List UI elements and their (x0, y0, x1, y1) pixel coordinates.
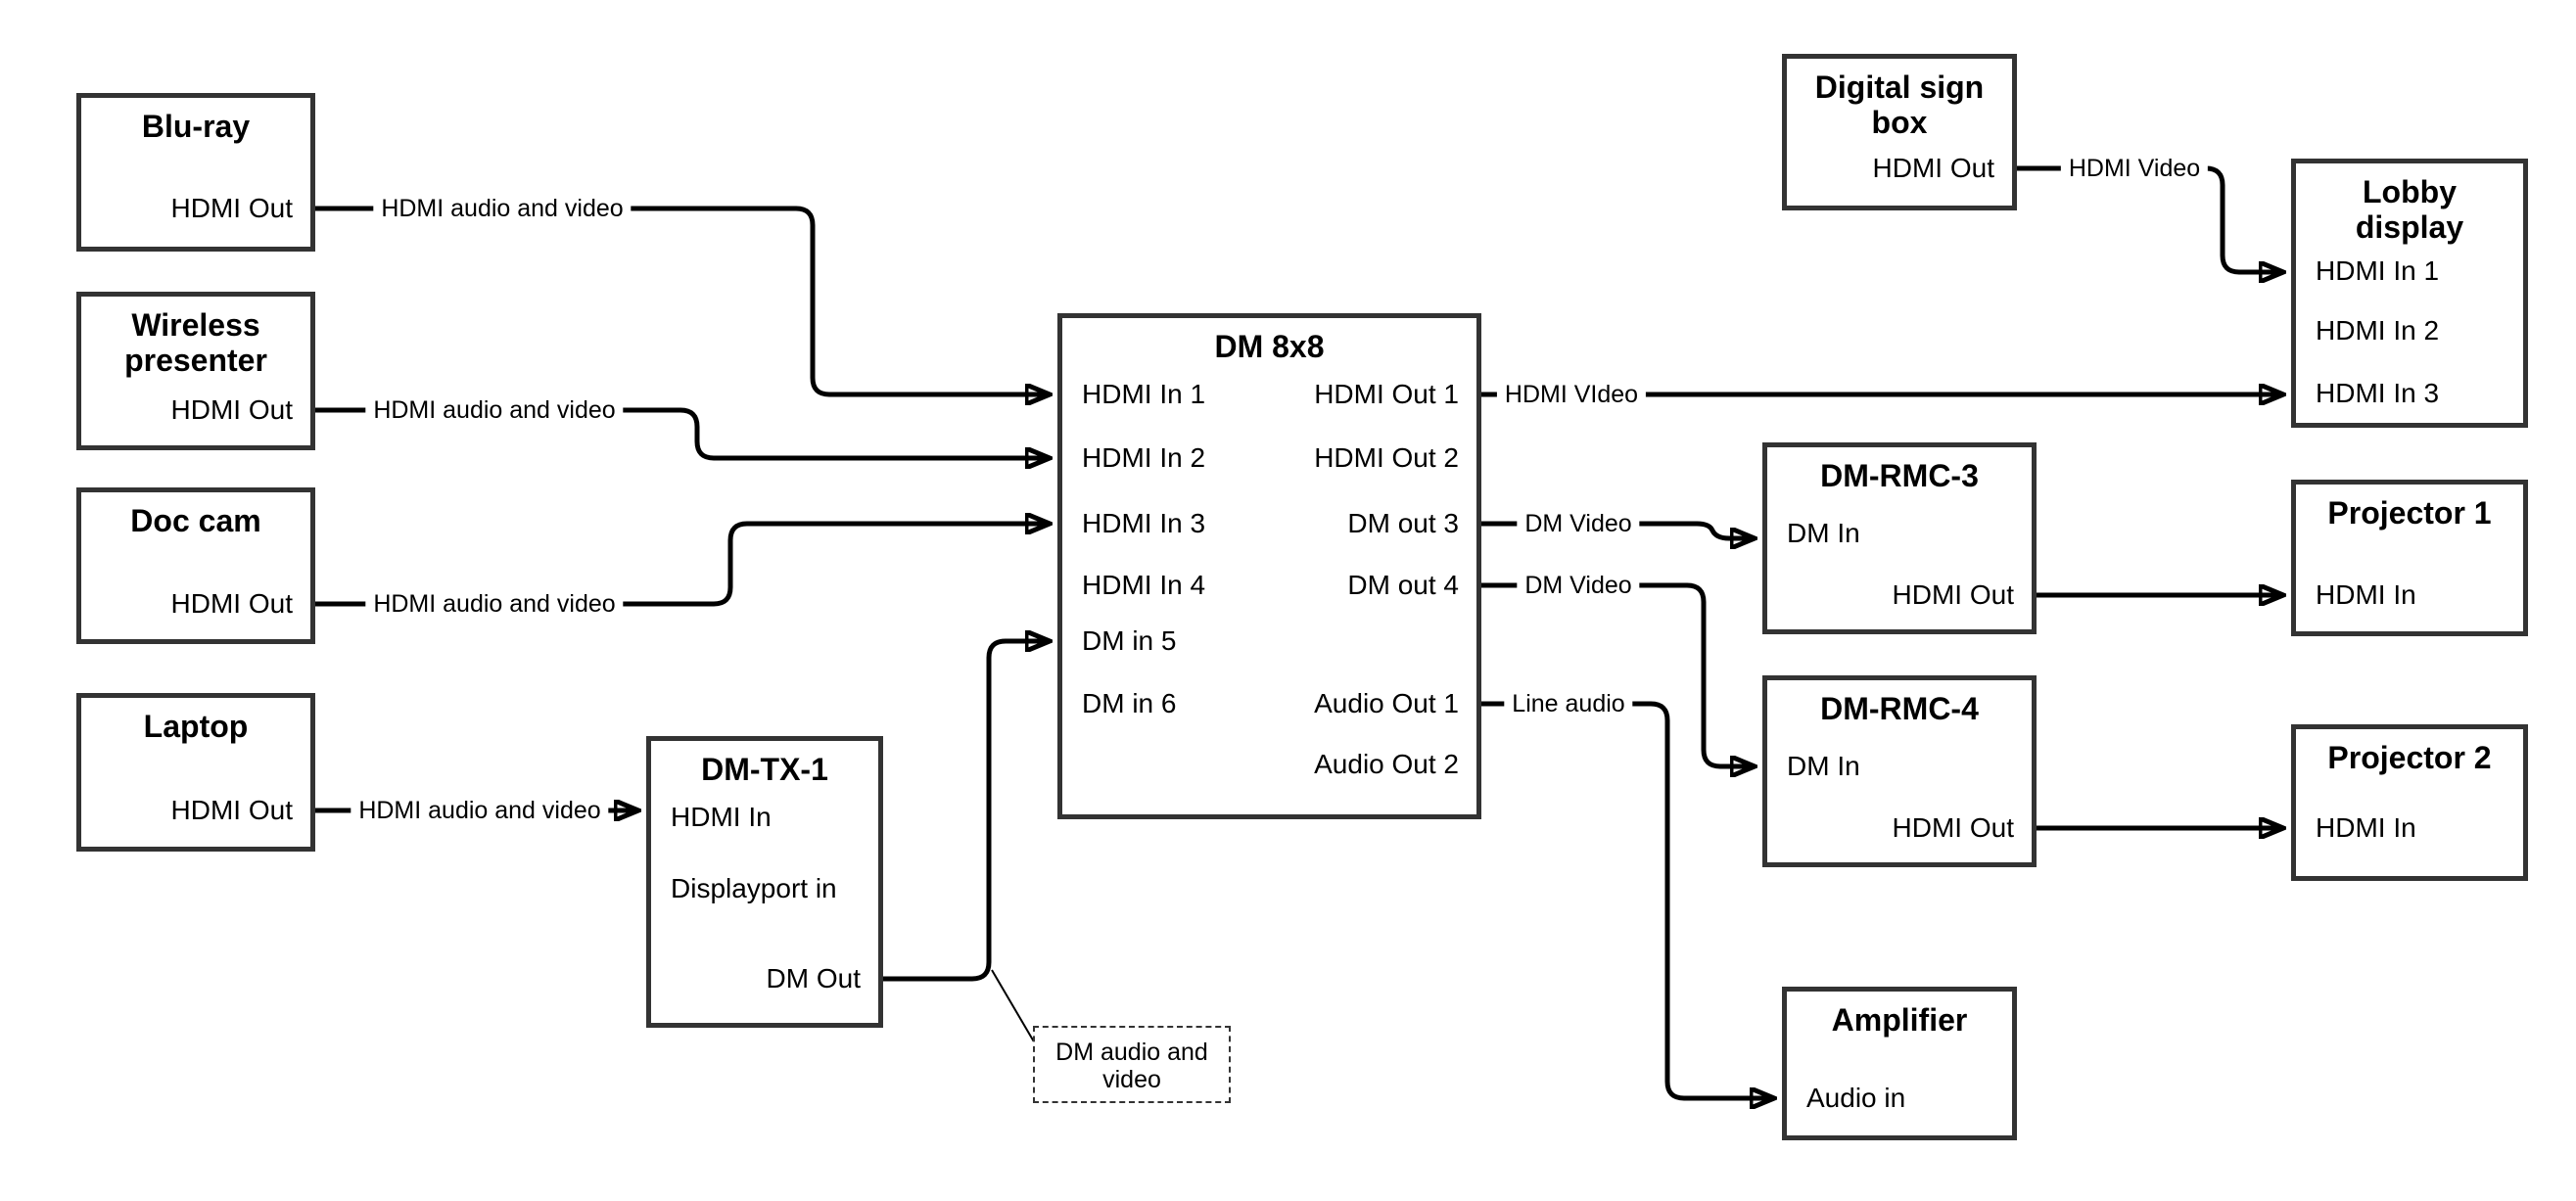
port-hdmi-in: HDMI In (2316, 812, 2416, 843)
port-hdmi-out: HDMI Out (170, 394, 293, 425)
node-title: Blu-ray (141, 109, 251, 144)
port-audio-out-1: Audio Out 1 (1314, 688, 1459, 718)
node-title: Laptop (143, 709, 249, 744)
wire-label-dm-video-out3: DM Video (1517, 509, 1640, 538)
wire-dm-tx-1-to-dm8x8-in5 (883, 641, 1050, 982)
node-dm-rmc-4: DM-RMC-4 DM In HDMI Out (1762, 675, 2037, 867)
port-hdmi-in-2: HDMI In 2 (1082, 442, 1206, 473)
port-hdmi-out: HDMI Out (1892, 812, 2014, 843)
wire-blu-ray-to-dm8x8-in1 (315, 206, 1050, 394)
wire-label-hdmi-video-sign: HDMI Video (2060, 154, 2209, 183)
note-line-1: DM audio and (1055, 1039, 1208, 1066)
title-line-1: Wireless (131, 307, 260, 343)
node-projector-1: Projector 1 HDMI In (2291, 480, 2528, 636)
port-hdmi-in: HDMI In (2316, 579, 2416, 610)
port-dm-out-4: DM out 4 (1347, 570, 1459, 600)
node-title: Doc cam (130, 503, 261, 538)
node-title: Projector 1 (2327, 495, 2492, 531)
port-hdmi-out: HDMI Out (170, 588, 293, 619)
node-title: DM-RMC-3 (1820, 458, 1979, 493)
title-line-1: Digital sign (1814, 69, 1985, 105)
node-title: Amplifier (1831, 1002, 1968, 1038)
port-hdmi-in-3: HDMI In 3 (2316, 378, 2440, 408)
port-audio-out-2: Audio Out 2 (1314, 749, 1459, 779)
wire-label-hdmi-audio-video-2: HDMI audio and video (365, 395, 624, 425)
wire-label-dm-video-out4: DM Video (1517, 571, 1640, 600)
title-line-2: presenter (124, 343, 267, 378)
port-hdmi-in-3: HDMI In 3 (1082, 508, 1206, 538)
port-dm-in-6: DM in 6 (1082, 688, 1177, 718)
node-title: Projector 2 (2327, 740, 2492, 775)
port-hdmi-in: HDMI In (671, 802, 772, 832)
port-dm-out: DM Out (766, 963, 861, 993)
wire-dm8x8-out4-to-dm-rmc-4 (1481, 582, 1755, 766)
port-hdmi-in-2: HDMI In 2 (2316, 315, 2440, 346)
wire-dm8x8-audio1-to-amplifier (1481, 701, 1774, 1098)
port-hdmi-out: HDMI Out (170, 795, 293, 825)
wire-label-hdmi-video-out1: HDMI VIdeo (1496, 380, 1647, 409)
node-title: DM 8x8 (1214, 329, 1325, 364)
node-title: DM-TX-1 (701, 752, 828, 787)
node-dm-8x8: DM 8x8 HDMI In 1 HDMI In 2 HDMI In 3 HDM… (1057, 313, 1481, 819)
port-hdmi-in-1: HDMI In 1 (1082, 379, 1206, 409)
port-hdmi-out-2: HDMI Out 2 (1314, 442, 1459, 473)
node-dm-tx-1: DM-TX-1 HDMI In Displayport in DM Out (646, 736, 883, 1028)
port-hdmi-out-1: HDMI Out 1 (1314, 379, 1459, 409)
note-line-2: video (1102, 1066, 1161, 1093)
port-displayport-in: Displayport in (671, 873, 837, 903)
port-hdmi-in-1: HDMI In 1 (2316, 255, 2440, 286)
title-line-1: Lobby (2363, 174, 2457, 209)
node-title: DM-RMC-4 (1820, 691, 1979, 726)
wire-digital-sign-to-lobby-in1 (2017, 165, 2283, 272)
port-dm-out-3: DM out 3 (1347, 508, 1459, 538)
note-leader-line (991, 969, 1036, 1044)
note-dm-audio-and-video: DM audio and video (1033, 1026, 1231, 1103)
node-dm-rmc-3: DM-RMC-3 DM In HDMI Out (1762, 442, 2037, 634)
port-hdmi-in-4: HDMI In 4 (1082, 570, 1206, 600)
port-dm-in: DM In (1787, 751, 1860, 781)
node-doc-cam: Doc cam HDMI Out (76, 487, 315, 644)
wire-label-hdmi-audio-video-4: HDMI audio and video (351, 796, 609, 825)
title-line-2: display (2355, 209, 2464, 245)
port-audio-in: Audio in (1806, 1083, 1906, 1113)
port-hdmi-out: HDMI Out (170, 193, 293, 223)
node-laptop: Laptop HDMI Out (76, 693, 315, 852)
port-hdmi-out: HDMI Out (1892, 579, 2014, 610)
wire-label-hdmi-audio-video-3: HDMI audio and video (365, 589, 624, 619)
port-dm-in: DM In (1787, 518, 1860, 548)
node-blu-ray: Blu-ray HDMI Out (76, 93, 315, 252)
wire-label-hdmi-audio-video-1: HDMI audio and video (373, 194, 632, 223)
node-projector-2: Projector 2 HDMI In (2291, 724, 2528, 881)
node-amplifier: Amplifier Audio in (1782, 987, 2017, 1140)
wire-label-line-audio: Line audio (1504, 689, 1633, 718)
port-hdmi-out: HDMI Out (1872, 153, 1994, 183)
port-dm-in-5: DM in 5 (1082, 625, 1177, 656)
title-line-2: box (1871, 105, 1928, 140)
